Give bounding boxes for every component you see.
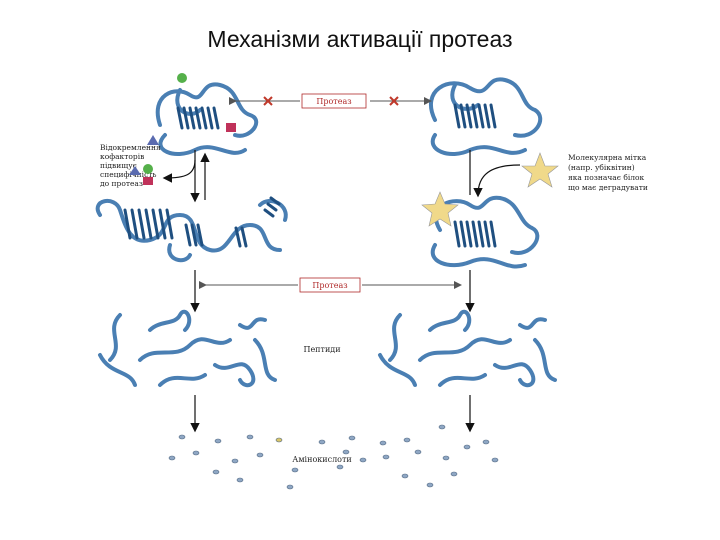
square-icon — [226, 123, 236, 132]
cofactor-note-line: специфічність — [100, 170, 157, 179]
cofactor-note-line: до протеаз — [100, 179, 143, 188]
unfolded-protein-left — [95, 196, 288, 263]
cofactor-note-line: підвищує — [100, 161, 137, 170]
protease-box-top — [301, 93, 367, 109]
peptides-right — [378, 309, 557, 388]
folded-protein-top-left — [155, 82, 259, 156]
star-icon — [521, 152, 559, 188]
peptides-left — [98, 309, 277, 388]
circle-icon — [177, 73, 187, 83]
folded-protein-top-right — [428, 77, 543, 156]
ubiquitin-note-line: яка позначає білок — [568, 173, 645, 182]
protease-box-mid — [299, 277, 361, 293]
square-icon — [143, 177, 153, 185]
page-title: Механізми активації протеаз — [207, 26, 513, 52]
protease-label-mid: Протеаз — [312, 281, 347, 290]
ubiquitin-note-line: що має деградувати — [568, 183, 648, 192]
x-mark-icon — [389, 96, 399, 106]
cofactor-note-line: Відокремлення — [100, 143, 161, 152]
ubiquitin-note-line: Молекулярна мітка — [568, 153, 647, 162]
triangle-icon — [129, 166, 141, 175]
amino-acids-scatter — [168, 424, 499, 490]
cofactor-note: Відокремлення кофакторів підвищує специф… — [100, 143, 161, 188]
star-icon — [421, 191, 459, 227]
x-mark-icon — [263, 96, 273, 106]
protease-label-top: Протеаз — [316, 97, 351, 106]
arrow-ubiquitin-attach — [473, 164, 521, 198]
amino-acids-label: Амінокислоти — [292, 455, 351, 464]
cofactor-note-line: кофакторів — [100, 152, 144, 161]
ubiquitin-note-line: (напр. убіквітин) — [568, 163, 635, 172]
peptides-label: Пептиди — [303, 345, 340, 354]
circle-icon — [143, 164, 153, 174]
folded-protein-tagged — [430, 195, 540, 269]
triangle-icon — [147, 135, 159, 145]
arrow-cofactor-release — [162, 159, 196, 183]
ubiquitin-note: Молекулярна мітка (напр. убіквітин) яка … — [568, 153, 648, 192]
